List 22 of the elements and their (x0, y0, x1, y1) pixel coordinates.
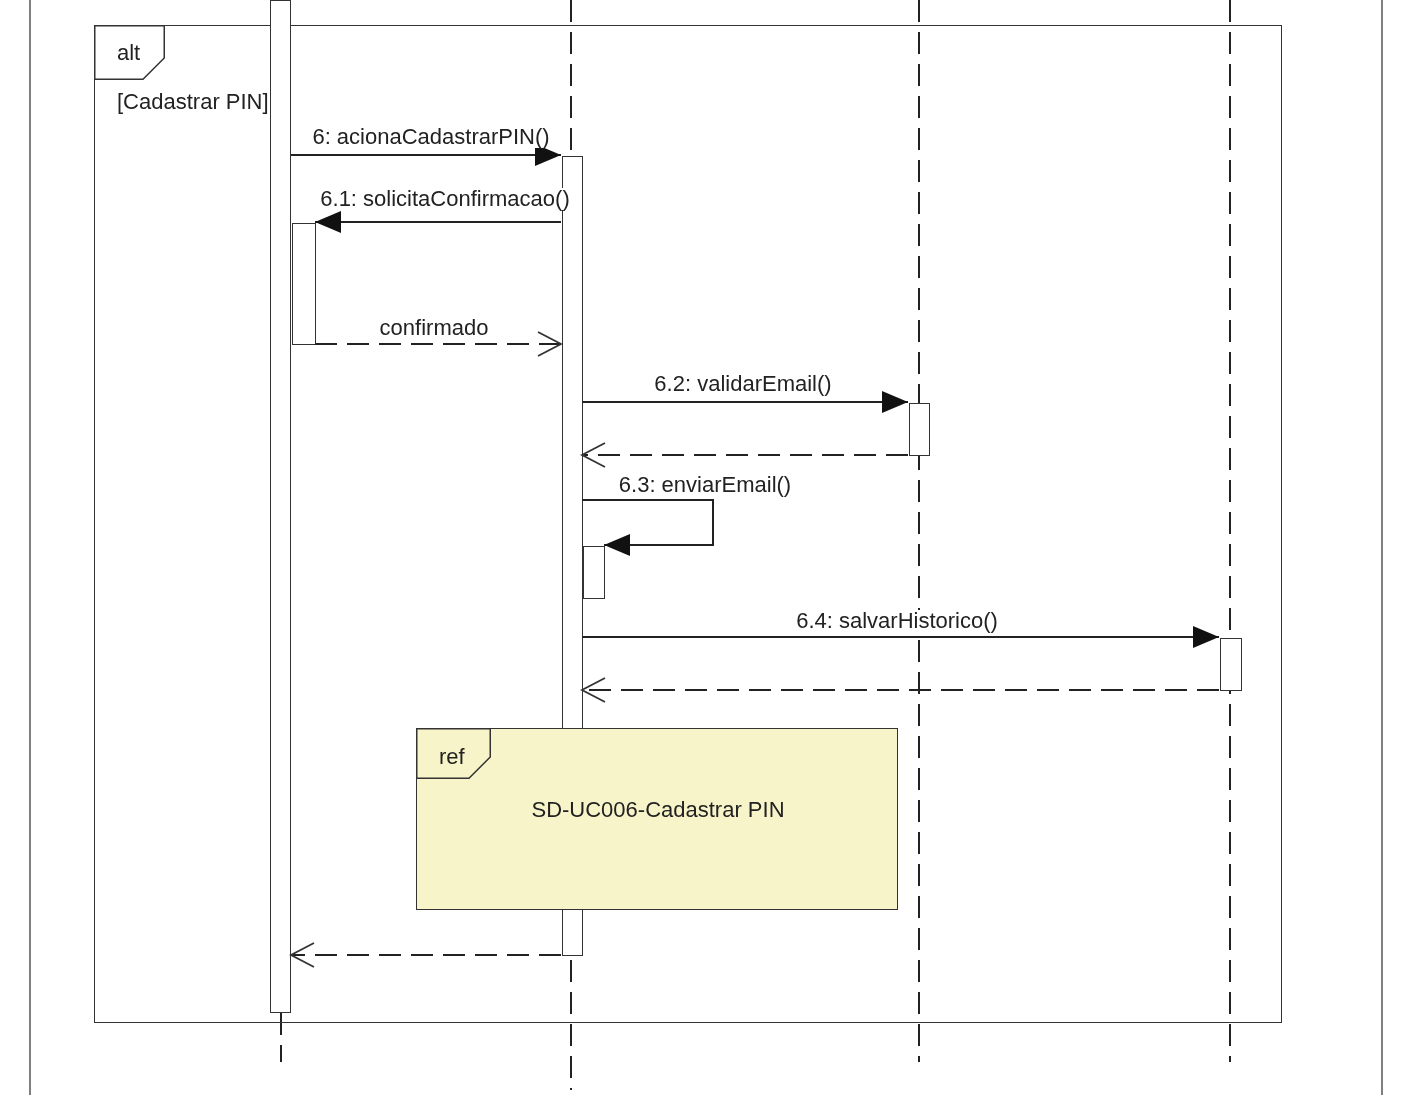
message-label: 6.4: salvarHistorico() (794, 610, 1000, 632)
interaction-reference (416, 728, 898, 910)
activation-bar (1220, 638, 1242, 691)
message-label: 6.1: solicitaConfirmacao() (318, 188, 572, 210)
activation-bar (292, 223, 316, 345)
return-message-arrow (581, 442, 909, 468)
operator-label: ref (439, 746, 465, 768)
message-arrow (581, 626, 1220, 648)
return-message-arrow (581, 677, 1220, 703)
message-label: 6: acionaCadastrarPIN() (310, 126, 552, 148)
activation-bar (583, 546, 605, 599)
operator-label: alt (117, 42, 141, 64)
activation-bar (909, 403, 930, 456)
combined-fragment (94, 25, 1282, 1023)
message-label: 6.2: validarEmail() (652, 373, 834, 395)
reference-name: SD-UC006-Cadastrar PIN (530, 799, 786, 821)
return-message-arrow (314, 331, 562, 357)
message-arrow (314, 211, 562, 233)
message-arrow (581, 499, 714, 556)
guard-condition: [Cadastrar PIN] (117, 91, 269, 113)
return-message-arrow (290, 942, 562, 968)
message-arrow (581, 391, 909, 413)
